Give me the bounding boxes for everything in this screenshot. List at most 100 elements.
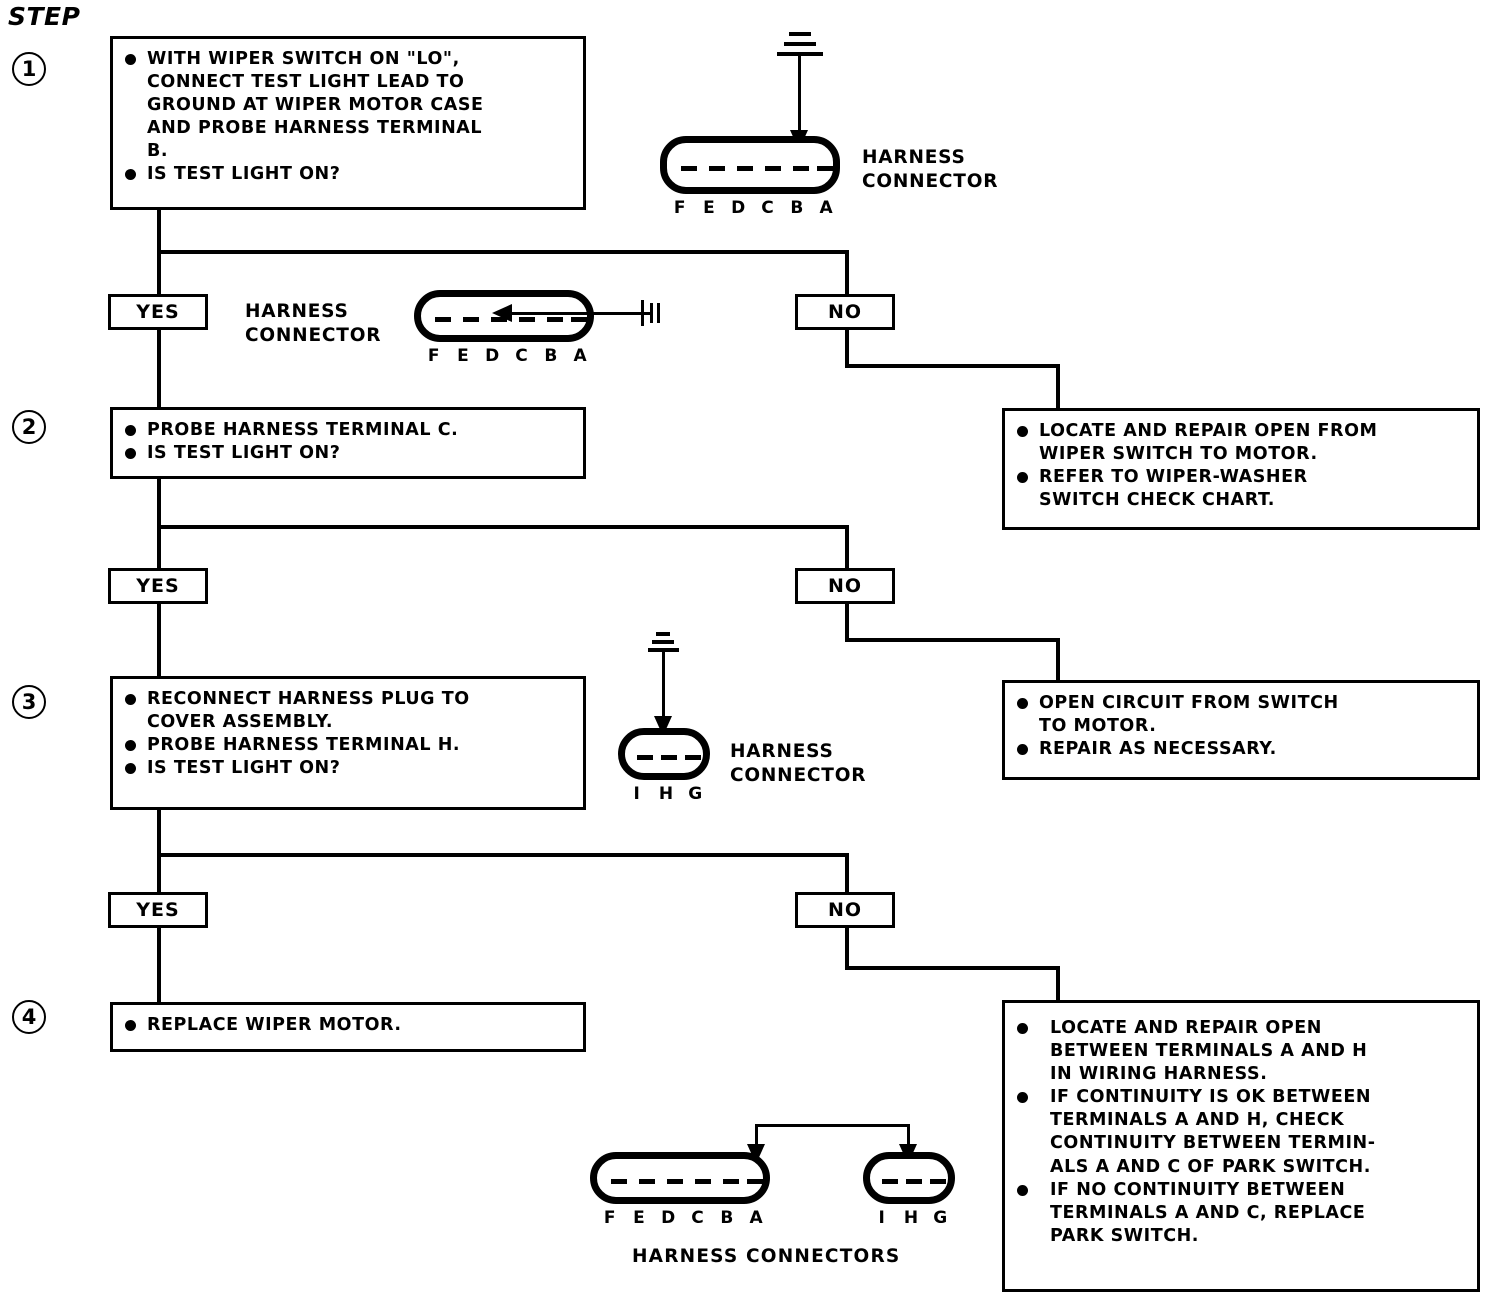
bullet-dot-icon <box>1017 1184 1028 1196</box>
connector-pin-D <box>667 1179 683 1184</box>
connector-pin-D <box>491 317 507 322</box>
bullet-dot-icon <box>125 740 136 752</box>
bullet-dot-icon <box>125 694 136 705</box>
flow-line-no3-down <box>845 853 849 895</box>
harness-connector-bottom-right-labels: I H G <box>878 1208 948 1228</box>
connector-pin-F <box>611 1179 627 1184</box>
harness-connector-bottom-left-shell <box>590 1152 770 1204</box>
bullet-item: LOCATE AND REPAIR OPEN FROM WIPER SWITCH… <box>1017 420 1467 466</box>
probe-lead-stem <box>798 54 801 132</box>
connector-pin-E <box>639 1179 655 1184</box>
connector-pin-I <box>882 1179 898 1184</box>
decision-yes-2: YES <box>108 568 208 604</box>
bullet-item: WITH WIPER SWITCH ON "LO", CONNECT TEST … <box>125 48 573 163</box>
harness-connector-bottom-right-shell <box>863 1152 955 1204</box>
flow-line-no2-into-box <box>1056 638 1060 683</box>
flow-line-no2-drop <box>845 602 849 642</box>
bullet-item: LOCATE AND REPAIR OPEN BETWEEN TERMINALS… <box>1017 1017 1467 1086</box>
step-number-3: 3 <box>12 685 46 719</box>
step-2-instruction-box: PROBE HARNESS TERMINAL C. IS TEST LIGHT … <box>110 407 586 479</box>
jumper-wire-left-drop <box>755 1124 758 1146</box>
connector-pin-A <box>747 1179 763 1184</box>
page-title: STEP <box>8 2 81 31</box>
flow-line-no1-into-box <box>1056 364 1060 412</box>
harness-connector-three-caption: HARNESS CONNECTOR <box>730 741 867 787</box>
connector-pin-A <box>817 166 833 171</box>
flow-line-yes1-to-step2 <box>157 328 161 412</box>
bullet-dot-icon <box>125 425 136 436</box>
bullet-item: REFER TO WIPER-WASHER SWITCH CHECK CHART… <box>1017 466 1467 512</box>
bullet-item: IS TEST LIGHT ON? <box>125 163 573 186</box>
probe-lead-tick-3 <box>657 303 660 323</box>
bullet-dot-icon <box>1017 1023 1028 1034</box>
connector-pin-E <box>463 317 479 322</box>
probe-lead-stem <box>662 650 665 718</box>
flow-line-no3-into-box <box>1056 966 1060 1004</box>
flow-line-step1-right <box>157 250 849 254</box>
connector-pin-C <box>695 1179 711 1184</box>
flow-line-step2-down <box>157 479 161 589</box>
step-4-instruction-box: REPLACE WIPER MOTOR. <box>110 1002 586 1052</box>
flow-line-no1-drop <box>845 328 849 368</box>
harness-connector-mid-caption: HARNESS CONNECTOR <box>245 301 382 347</box>
connector-pin-A <box>571 317 587 322</box>
harness-connectors-bottom-caption: HARNESS CONNECTORS <box>632 1246 901 1267</box>
ground-symbol-bar-mid <box>784 42 816 46</box>
flow-line-no3-across <box>845 966 1060 970</box>
bullet-item: REPAIR AS NECESSARY. <box>1017 738 1467 761</box>
bullet-dot-icon <box>1017 426 1028 437</box>
flow-line-no2-across <box>845 638 1060 642</box>
step-3-instruction-box: RECONNECT HARNESS PLUG TO COVER ASSEMBLY… <box>110 676 586 810</box>
flow-line-no3-drop <box>845 928 849 970</box>
connector-pin-E <box>709 166 725 171</box>
ground-symbol-bar-mid <box>652 640 674 644</box>
bullet-dot-icon <box>125 763 136 775</box>
bullet-dot-icon <box>1017 698 1028 709</box>
flow-line-no1-across <box>845 364 1060 368</box>
bullet-dot-icon <box>1017 1092 1028 1104</box>
bullet-dot-icon <box>125 54 136 65</box>
bullet-dot-icon <box>125 1020 136 1031</box>
flow-line-step3-right <box>157 853 849 857</box>
harness-connector-top-caption: HARNESS CONNECTOR <box>862 147 999 193</box>
decision-yes-1: YES <box>108 294 208 330</box>
connector-pin-D <box>737 166 753 171</box>
connector-pin-F <box>681 166 697 171</box>
connector-pin-G <box>930 1179 946 1184</box>
jumper-wire-horizontal <box>755 1124 910 1127</box>
ground-symbol-bar-top <box>656 632 670 636</box>
bullet-item: IS TEST LIGHT ON? <box>125 442 573 465</box>
step-1-no-result-box: LOCATE AND REPAIR OPEN FROM WIPER SWITCH… <box>1002 408 1480 530</box>
flow-line-no2-down <box>845 525 849 570</box>
connector-pin-G <box>685 755 701 760</box>
ground-symbol-bar-top <box>789 32 811 36</box>
step-number-4: 4 <box>12 1000 46 1034</box>
probe-lead-horizontal <box>512 312 652 315</box>
harness-connector-top-labels: F E D C B A <box>673 198 833 218</box>
probe-lead-tick-2 <box>650 303 653 323</box>
connector-pin-B <box>547 317 563 322</box>
connector-pin-C <box>519 317 535 322</box>
connector-pin-B <box>793 166 809 171</box>
probe-tip-icon <box>492 304 512 322</box>
flow-line-no1-down <box>845 250 849 296</box>
step-number-1: 1 <box>12 52 46 86</box>
bullet-dot-icon <box>125 169 136 181</box>
harness-connector-mid-labels: F E D C B A <box>427 346 587 366</box>
decision-no-2: NO <box>795 568 895 604</box>
connector-pin-H <box>906 1179 922 1184</box>
flow-line-step3-down <box>157 810 161 918</box>
connector-pin-C <box>765 166 781 171</box>
step-number-2: 2 <box>12 410 46 444</box>
bullet-item: PROBE HARNESS TERMINAL H. <box>125 734 573 757</box>
connector-pin-I <box>637 755 653 760</box>
harness-connector-three-labels: I H G <box>633 784 703 804</box>
bullet-item: IF CONTINUITY IS OK BETWEEN TERMINALS A … <box>1017 1086 1467 1178</box>
decision-no-1: NO <box>795 294 895 330</box>
flow-line-step2-right <box>157 525 849 529</box>
connector-pin-H <box>661 755 677 760</box>
step-2-no-result-box: OPEN CIRCUIT FROM SWITCH TO MOTOR. REPAI… <box>1002 680 1480 780</box>
harness-connector-bottom-left-labels: F E D C B A <box>603 1208 763 1228</box>
flow-line-step1-down <box>157 210 161 316</box>
harness-connector-top-shell <box>660 136 840 194</box>
